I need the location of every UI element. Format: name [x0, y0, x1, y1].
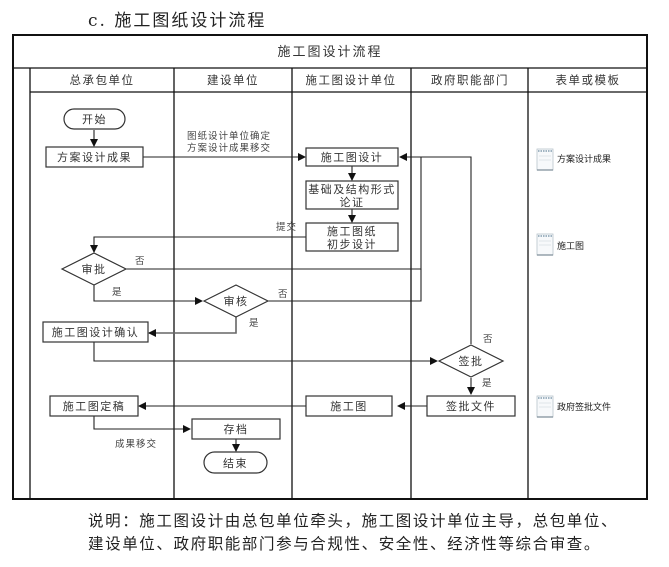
lane-header-government: 政府职能部门 [431, 73, 509, 87]
edge-approve-no [126, 153, 422, 270]
edge-prelim-to-approve [90, 236, 306, 253]
edge-label-yes: 是 [112, 287, 123, 298]
final-drawing-node: 施工图定稿 [49, 395, 139, 417]
edge-label-submit: 提交 [276, 221, 297, 233]
edge-review-yes [148, 317, 237, 337]
lane-header-owner: 建设单位 [207, 73, 259, 87]
end-node: 结束 [203, 451, 268, 474]
document-icon [536, 395, 554, 418]
svg-text:施工图纸: 施工图纸 [327, 225, 377, 238]
edge-final-to-archive [93, 415, 191, 433]
svg-text:签批文件: 签批文件 [446, 399, 496, 413]
edge-label-no: 否 [483, 334, 494, 345]
edge-review-no [268, 269, 422, 302]
edge-label-handover: 图纸设计单位确定 [187, 130, 271, 142]
form-item: 方案设计成果 [536, 148, 611, 171]
svg-text:审核: 审核 [224, 294, 249, 308]
svg-text:施工图设计确认: 施工图设计确认 [52, 326, 140, 339]
svg-text:方案设计成果: 方案设计成果 [57, 150, 132, 164]
note-line: 建设单位、政府职能部门参与合规性、安全性、经济性等综合审查。 [88, 535, 602, 553]
form-label: 政府签批文件 [557, 401, 611, 413]
sign-doc-node: 签批文件 [426, 395, 516, 417]
foundation-node: 基础及结构形式 论证 [305, 180, 399, 210]
edge-label-deliver: 成果移交 [115, 438, 157, 450]
svg-text:论证: 论证 [340, 195, 365, 209]
confirm-node: 施工图设计确认 [42, 321, 149, 343]
approve-decision: 审批 [60, 252, 128, 286]
edge-approve-yes [93, 284, 203, 305]
drawing-node: 施工图 [305, 395, 393, 417]
svg-text:开始: 开始 [82, 112, 107, 126]
svg-text:施工图: 施工图 [330, 400, 368, 413]
lane-header-general-contractor: 总承包单位 [70, 73, 135, 87]
svg-text:存档: 存档 [224, 422, 249, 436]
diagram-title: 施工图设计流程 [277, 45, 382, 60]
svg-text:施工图定稿: 施工图定稿 [63, 399, 126, 413]
lane-header-forms: 表单或模板 [556, 73, 621, 87]
archive-node: 存档 [191, 418, 281, 440]
note-line: 说明：施工图设计由总包单位牵头，施工图设计单位主导，总包单位、 [88, 512, 619, 530]
svg-text:结束: 结束 [223, 457, 248, 470]
explanation-note: 说明：施工图设计由总包单位牵头，施工图设计单位主导，总包单位、 建设单位、政府职… [88, 510, 668, 556]
review-decision: 审核 [202, 284, 270, 318]
form-item: 施工图 [536, 233, 584, 256]
form-label: 方案设计成果 [557, 153, 611, 165]
scheme-result-node: 方案设计成果 [45, 146, 144, 168]
edge-confirm-to-sign [93, 342, 438, 365]
edge-label-no: 否 [278, 289, 289, 300]
svg-text:施工图设计: 施工图设计 [321, 151, 384, 164]
document-icon [536, 148, 554, 171]
edge-sign-no [421, 156, 472, 344]
design-node: 施工图设计 [305, 147, 399, 167]
edge-label-no: 否 [135, 256, 146, 267]
document-icon [536, 233, 554, 256]
edge-label-handover: 方案设计成果移交 [187, 142, 271, 154]
figure-caption: c. 施工图纸设计流程 [88, 11, 267, 31]
start-node: 开始 [63, 108, 126, 130]
prelim-design-node: 施工图纸 初步设计 [305, 222, 399, 252]
diagram-frame [12, 34, 648, 500]
edge-label-yes: 是 [249, 318, 260, 329]
edge-label-yes: 是 [482, 378, 493, 389]
svg-text:初步设计: 初步设计 [327, 237, 377, 251]
form-label: 施工图 [557, 240, 584, 252]
svg-text:基础及结构形式: 基础及结构形式 [308, 182, 396, 196]
svg-text:审批: 审批 [82, 262, 107, 276]
form-item: 政府签批文件 [536, 395, 611, 418]
lane-header-designer: 施工图设计单位 [306, 73, 397, 87]
sign-decision: 签批 [437, 344, 505, 378]
svg-text:签批: 签批 [459, 354, 484, 368]
